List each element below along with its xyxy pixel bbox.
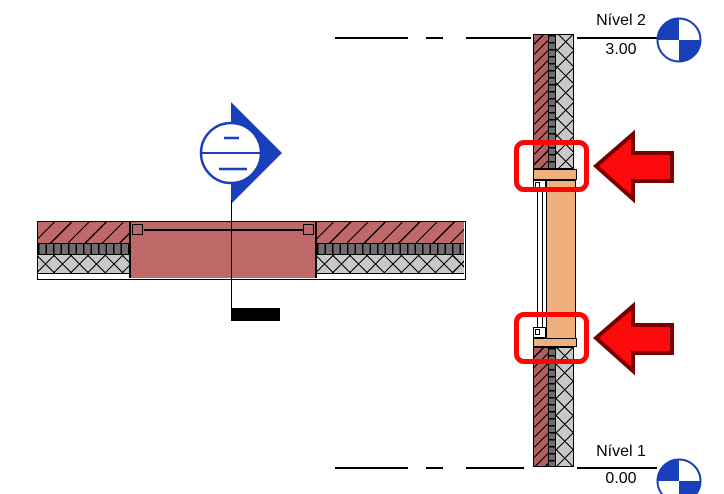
window-glazing-line [536, 191, 543, 327]
window-glazing-line [144, 229, 304, 231]
wall-section-upper[interactable] [533, 34, 574, 169]
left-arrow-icon[interactable] [588, 128, 678, 208]
highlight-rect-sill[interactable] [514, 312, 589, 364]
brick-hatch-layer [317, 222, 464, 243]
brick-hatch-layer [38, 222, 129, 243]
window-plan[interactable] [129, 222, 317, 278]
level-1-line[interactable] [466, 466, 524, 469]
finish-layer [317, 274, 464, 278]
level-2-elevation[interactable]: 3.00 [605, 41, 637, 58]
window-sill-frame[interactable] [533, 338, 577, 347]
level-2-line[interactable] [577, 37, 657, 39]
window-frame-jamb [303, 224, 314, 235]
level-2-line[interactable] [426, 36, 443, 39]
level-2-line[interactable] [335, 36, 408, 39]
window-head-frame[interactable] [533, 169, 577, 180]
level-head-icon[interactable] [656, 17, 702, 63]
left-arrow-icon[interactable] [588, 300, 678, 380]
level-1-elevation[interactable]: 0.00 [605, 470, 637, 487]
insulation-layer [317, 255, 464, 274]
brick-hatch-layer [534, 35, 548, 168]
wall-section-lower[interactable] [533, 347, 574, 467]
insulation-layer [38, 255, 129, 274]
block-layer [38, 243, 129, 255]
wall-plan-left[interactable] [38, 222, 129, 278]
block-layer [548, 35, 556, 168]
level-head-icon[interactable] [656, 458, 702, 494]
level-1-line[interactable] [335, 466, 408, 469]
section-head-icon[interactable] [198, 100, 288, 206]
level-1-line[interactable] [426, 466, 443, 469]
level-2-line[interactable] [466, 36, 531, 39]
insulation-layer [556, 35, 573, 168]
window-frame-jamb [132, 224, 143, 235]
level-2-name[interactable]: Nível 2 [596, 12, 646, 29]
window-sill-profile [533, 327, 546, 338]
finish-layer [38, 274, 129, 278]
section-line[interactable] [230, 200, 232, 308]
wall-plan-right[interactable] [317, 222, 464, 278]
brick-hatch-layer [534, 348, 548, 466]
level-1-line[interactable] [577, 467, 657, 469]
highlight-rect-head[interactable] [514, 140, 589, 192]
block-layer [548, 348, 556, 466]
insulation-layer [556, 348, 573, 466]
level-1-name[interactable]: Nível 1 [596, 443, 646, 460]
section-tail-bar[interactable] [231, 308, 280, 321]
wall-plan-view [37, 221, 466, 280]
block-layer [317, 243, 464, 255]
